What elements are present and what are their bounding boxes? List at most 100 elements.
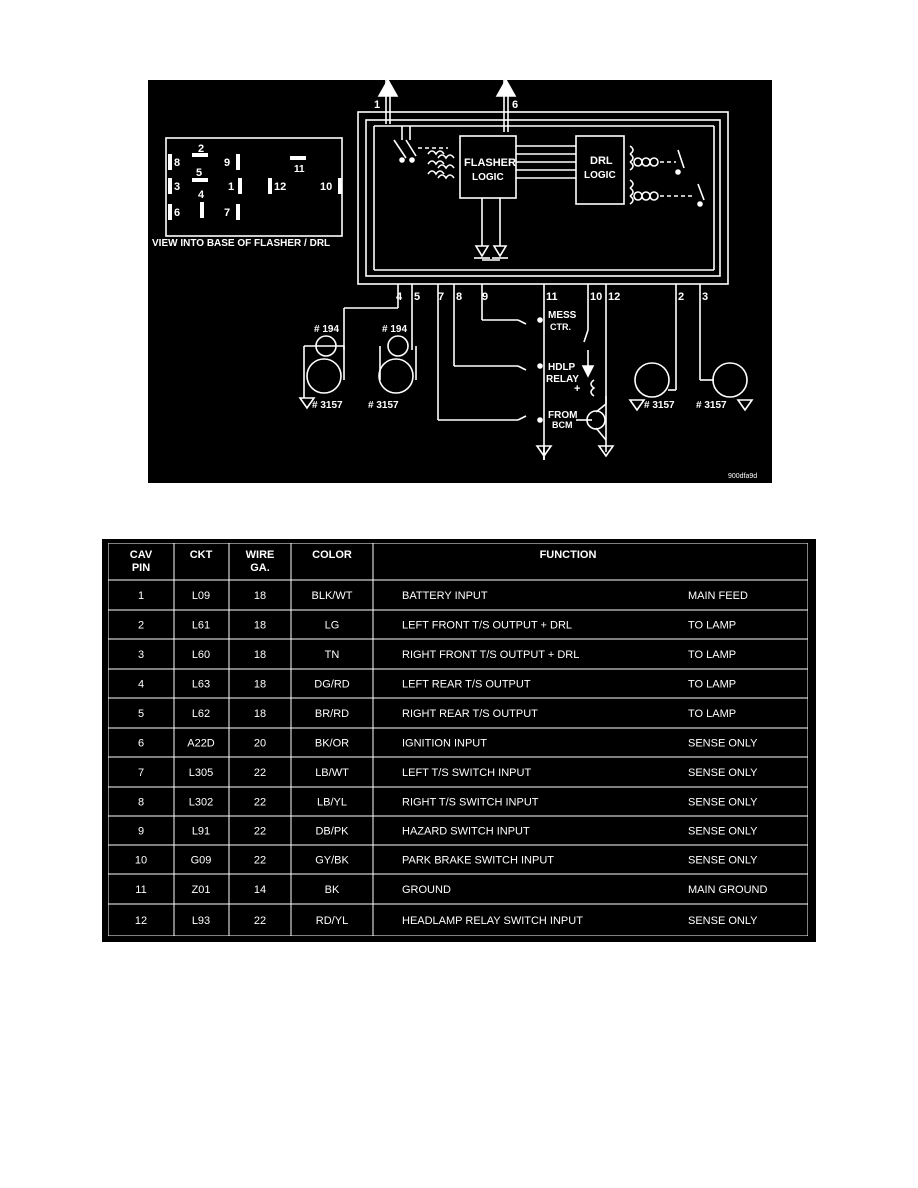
cell-function: GROUND <box>402 884 451 896</box>
cell-function: LEFT T/S SWITCH INPUT <box>402 767 531 779</box>
cell-wire-gauge: 22 <box>254 767 266 779</box>
pin-label-3: 3 <box>702 291 708 303</box>
pin-label-4: 4 <box>396 291 403 303</box>
header-wire-line2: GA. <box>250 562 270 574</box>
cell-cav-pin: 2 <box>138 620 144 632</box>
cell-ckt: L91 <box>192 826 210 838</box>
terminal-1-label: 1 <box>374 99 380 111</box>
flasher-logic-block <box>459 135 517 199</box>
flasher-drl-wiring-diagram: 1 6 FLASHER LOGIC DRL LOGIC 4 5 7 8 9 11… <box>148 80 772 483</box>
base-view-pins <box>168 153 342 220</box>
cell-function: BATTERY INPUT <box>402 590 488 602</box>
cell-wire-gauge: 18 <box>254 649 266 661</box>
cell-wire-gauge: 20 <box>254 738 266 750</box>
bulb-3157-right-front-label: # 3157 <box>644 400 675 411</box>
cell-ckt: L09 <box>192 590 210 602</box>
cell-color: LB/WT <box>315 767 349 779</box>
cell-color: BR/RD <box>315 708 349 720</box>
cell-function: HAZARD SWITCH INPUT <box>402 826 530 838</box>
base-pin-11: 11 <box>294 164 305 175</box>
terminal-6-label: 6 <box>512 99 518 111</box>
module-outline-inner <box>365 119 721 277</box>
base-pin-5: 5 <box>196 167 202 179</box>
cell-color: DG/RD <box>314 679 350 691</box>
cell-cav-pin: 4 <box>138 679 144 691</box>
cell-cav-pin: 9 <box>138 826 144 838</box>
base-pin-1: 1 <box>228 181 234 193</box>
mess-ctr-label-1: MESS <box>548 310 577 321</box>
cell-function: RIGHT FRONT T/S OUTPUT + DRL <box>402 649 579 661</box>
pin-label-10: 10 <box>590 291 602 303</box>
pin-label-5: 5 <box>414 291 420 303</box>
bulb-3157-right-rear-label: # 3157 <box>696 400 727 411</box>
cell-function: RIGHT T/S SWITCH INPUT <box>402 797 539 809</box>
flasher-logic-label-1: FLASHER <box>464 157 516 169</box>
cell-destination: SENSE ONLY <box>688 767 758 779</box>
module-outline-outer <box>357 111 729 285</box>
flasher-logic-label-2: LOGIC <box>472 172 504 183</box>
cell-wire-gauge: 22 <box>254 826 266 838</box>
from-bcm-label-1: FROM <box>548 410 577 421</box>
pin-label-12: 12 <box>608 291 620 303</box>
header-wire-line1: WIRE <box>246 549 275 561</box>
base-pin-2: 2 <box>198 143 204 155</box>
cell-ckt: L305 <box>189 767 213 779</box>
bulb-194-center-label: # 194 <box>382 324 407 335</box>
cell-destination: TO LAMP <box>688 679 736 691</box>
base-pin-9: 9 <box>224 157 230 169</box>
cell-destination: TO LAMP <box>688 708 736 720</box>
from-bcm-label-2: BCM <box>552 420 573 430</box>
cell-wire-gauge: 22 <box>254 855 266 867</box>
cell-color: TN <box>325 649 340 661</box>
cell-cav-pin: 5 <box>138 708 144 720</box>
base-pin-4: 4 <box>198 189 205 201</box>
cell-ckt: L60 <box>192 649 210 661</box>
cell-cav-pin: 8 <box>138 797 144 809</box>
base-pin-12: 12 <box>274 181 286 193</box>
cell-ckt: L62 <box>192 708 210 720</box>
cell-destination: SENSE ONLY <box>688 797 758 809</box>
cell-destination: MAIN FEED <box>688 590 748 602</box>
cell-wire-gauge: 22 <box>254 915 266 927</box>
base-pin-6: 6 <box>174 207 180 219</box>
base-pin-7: 7 <box>224 207 230 219</box>
header-color: COLOR <box>312 549 352 561</box>
lamp-3157-right-front <box>634 362 670 398</box>
cell-color: BLK/WT <box>312 590 353 602</box>
header-ckt: CKT <box>190 549 213 561</box>
cell-ckt: G09 <box>191 855 212 867</box>
cell-destination: SENSE ONLY <box>688 826 758 838</box>
cell-color: BK <box>325 884 340 896</box>
drl-logic-label-2: LOGIC <box>584 170 616 181</box>
cell-destination: SENSE ONLY <box>688 855 758 867</box>
bulb-3157-left-label: # 3157 <box>312 400 343 411</box>
bulb-3157-center-label: # 3157 <box>368 400 399 411</box>
cell-wire-gauge: 22 <box>254 797 266 809</box>
cell-cav-pin: 6 <box>138 738 144 750</box>
pin-label-2: 2 <box>678 291 684 303</box>
base-pin-8: 8 <box>174 157 180 169</box>
cell-color: LG <box>325 620 340 632</box>
cell-destination: TO LAMP <box>688 620 736 632</box>
cell-function: IGNITION INPUT <box>402 738 487 750</box>
figure-id: 900dfa9d <box>728 473 757 480</box>
cell-ckt: L302 <box>189 797 213 809</box>
cell-wire-gauge: 18 <box>254 590 266 602</box>
pin-label-11: 11 <box>546 291 558 303</box>
cell-color: BK/OR <box>315 738 349 750</box>
cell-wire-gauge: 14 <box>254 884 266 896</box>
cell-ckt: L93 <box>192 915 210 927</box>
lamp-3157-center <box>378 358 414 394</box>
cell-destination: SENSE ONLY <box>688 738 758 750</box>
plus-sign: + <box>574 383 580 395</box>
